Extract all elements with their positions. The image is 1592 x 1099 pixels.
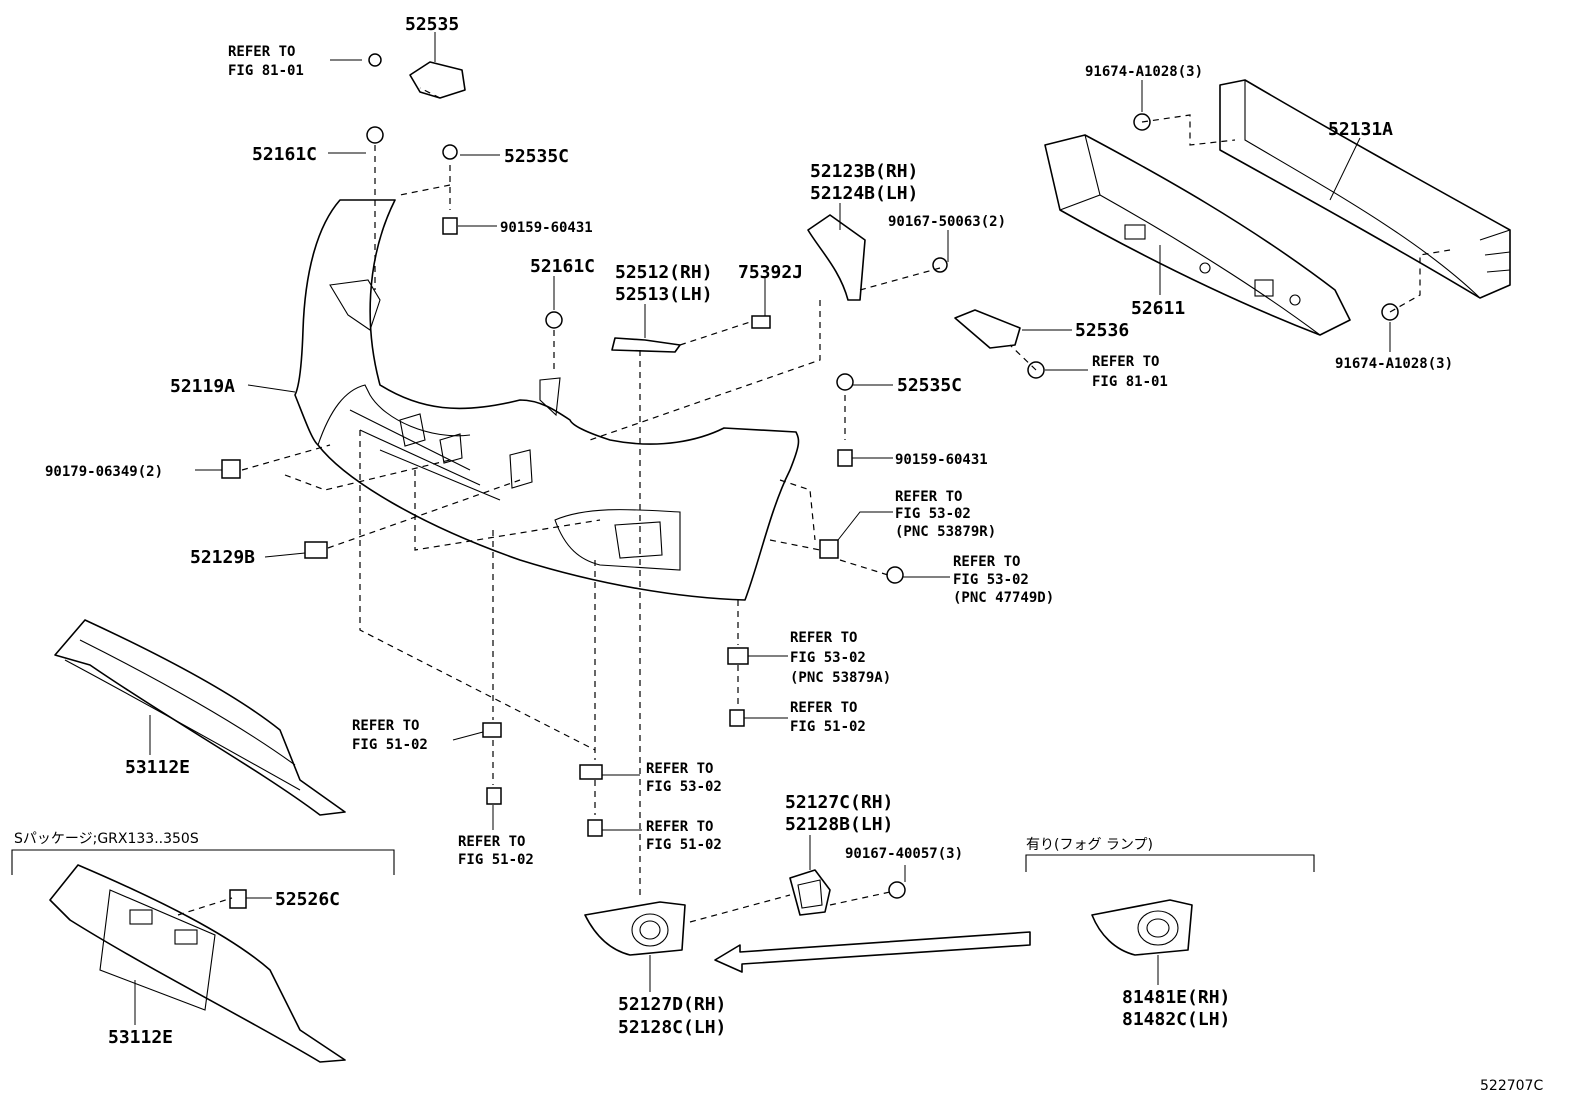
label-52123b-rh: 52123B(RH) [810, 161, 918, 182]
assembly-lines [177, 87, 1451, 923]
label-refer-51-02-b-line1: REFER TO [352, 718, 419, 734]
label-refer-81-01-a-line2: FIG 81-01 [228, 63, 304, 79]
label-81482c-lh: 81482C(LH) [1122, 1009, 1230, 1030]
label-refer-51-02-d-line1: REFER TO [458, 834, 525, 850]
fog-bracket-drawing [789, 869, 831, 916]
label-52611: 52611 [1131, 298, 1185, 319]
label-refer-53-02-d-line2: FIG 53-02 [953, 572, 1029, 588]
label-refer-53-02-d-line1: REFER TO [953, 554, 1020, 570]
label-52513-lh: 52513(LH) [615, 284, 713, 305]
label-52128c-lh: 52128C(LH) [618, 1017, 726, 1038]
label-53112e-b: 53112E [108, 1027, 173, 1048]
label-81481e-rh: 81481E(RH) [1122, 987, 1230, 1008]
lower-grille-b-drawing [49, 864, 346, 1063]
label-refer-53-02-a-line3: (PNC 53879A) [790, 670, 891, 686]
label-52127c-rh: 52127C(RH) [785, 792, 893, 813]
label-refer-53-02-r-line2: FIG 53-02 [895, 506, 971, 522]
label-90159-a: 90159-60431 [500, 220, 593, 236]
label-52526c: 52526C [275, 889, 340, 910]
label-refer-51-02-d-line2: FIG 51-02 [458, 852, 534, 868]
label-refer-53-02-a-line1: REFER TO [790, 630, 857, 646]
absorber-drawing [1044, 134, 1351, 336]
note-s-package: Sパッケージ;GRX133..350S [14, 831, 199, 847]
label-52124b-lh: 52124B(LH) [810, 183, 918, 204]
label-refer-81-01-b-line2: FIG 81-01 [1092, 374, 1168, 390]
label-91674-top: 91674-A1028(3) [1085, 64, 1203, 80]
label-refer-53-02-d-line3: (PNC 47749D) [953, 590, 1054, 606]
label-refer-53-02-b-line1: REFER TO [646, 761, 713, 777]
label-52512-rh: 52512(RH) [615, 262, 713, 283]
reference-arrow [714, 931, 1031, 973]
fog-bezel-drawing [584, 901, 686, 956]
reinforcement-drawing [1219, 79, 1511, 299]
label-refer-51-02-a-line2: FIG 51-02 [790, 719, 866, 735]
label-refer-53-02-b-line2: FIG 53-02 [646, 779, 722, 795]
label-52161c-b: 52161C [530, 256, 595, 277]
label-75392j: 75392J [738, 262, 803, 283]
label-refer-81-01-a-line1: REFER TO [228, 44, 295, 60]
label-52535c-a: 52535C [504, 146, 569, 167]
bumper-cover-drawing [294, 199, 800, 601]
label-refer-51-02-c-line2: FIG 51-02 [646, 837, 722, 853]
label-52127d-rh: 52127D(RH) [618, 994, 726, 1015]
label-refer-53-02-r-line1: REFER TO [895, 489, 962, 505]
part-labels: 52535 REFER TO FIG 81-01 52161C 52535C 9… [14, 14, 1543, 1094]
side-bracket-drawing [409, 61, 1021, 353]
label-52128b-lh: 52128B(LH) [785, 814, 893, 835]
label-91674-bottom: 91674-A1028(3) [1335, 356, 1453, 372]
label-52131a: 52131A [1328, 119, 1393, 140]
label-52161c-a: 52161C [252, 144, 317, 165]
label-52129b: 52129B [190, 547, 255, 568]
fog-bezel-with-lamp-drawing [1091, 899, 1193, 956]
leader-lines [134, 32, 1391, 1025]
label-refer-81-01-b-line1: REFER TO [1092, 354, 1159, 370]
label-refer-51-02-b-line2: FIG 51-02 [352, 737, 428, 753]
label-52535: 52535 [405, 14, 459, 35]
note-with-fog-lamp: 有り(フォグ ランプ) [1026, 837, 1153, 853]
illustration-code: 522707C [1480, 1078, 1543, 1094]
group-brackets [11, 849, 1315, 875]
label-52119a: 52119A [170, 376, 235, 397]
label-90167-50063: 90167-50063(2) [888, 214, 1006, 230]
label-53112e-a: 53112E [125, 757, 190, 778]
label-refer-53-02-r-line3: (PNC 53879R) [895, 524, 996, 540]
label-90179: 90179-06349(2) [45, 464, 163, 480]
label-90167-40057: 90167-40057(3) [845, 846, 963, 862]
label-refer-51-02-a-line1: REFER TO [790, 700, 857, 716]
lower-grille-a-drawing [54, 619, 346, 816]
label-52535c-b: 52535C [897, 375, 962, 396]
label-refer-53-02-a-line2: FIG 53-02 [790, 650, 866, 666]
label-52536: 52536 [1075, 320, 1129, 341]
label-refer-51-02-c-line1: REFER TO [646, 819, 713, 835]
label-90159-b: 90159-60431 [895, 452, 988, 468]
